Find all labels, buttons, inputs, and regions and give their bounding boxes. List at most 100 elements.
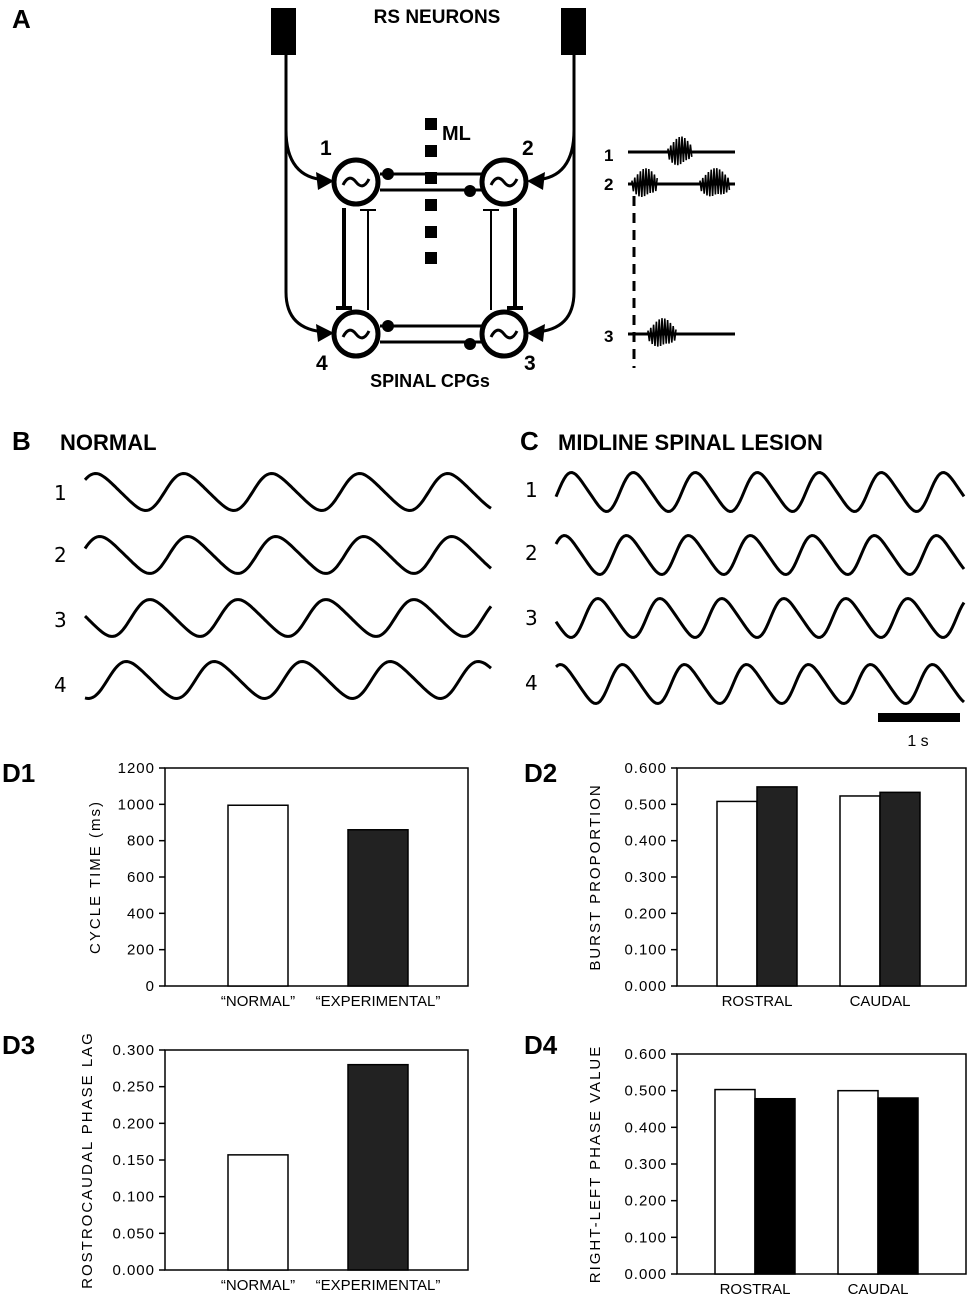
b-trace-label-4: 4: [54, 673, 67, 697]
bar: [716, 800, 758, 987]
x-category-label: CAUDAL: [848, 1281, 909, 1298]
y-tick-label: 0.500: [624, 796, 667, 813]
x-category-label: “EXPERIMENTAL”: [316, 1277, 441, 1294]
y-tick-label: 0.500: [624, 1083, 667, 1100]
panel-a-letter: A: [12, 4, 31, 34]
y-tick-label: 0.250: [112, 1079, 155, 1096]
c-wave-4: [555, 662, 966, 706]
time-scale-bar: [878, 713, 960, 722]
bar: [837, 1089, 879, 1275]
y-tick-label: 400: [127, 905, 155, 922]
x-category-label: “NORMAL”: [221, 1277, 295, 1294]
c-trace-label-3: 3: [525, 606, 538, 630]
cpg-connections-vertical: [336, 208, 523, 310]
y-tick-label: 0.600: [624, 1046, 667, 1063]
burst-3-first: [647, 318, 677, 347]
node-label-4: 4: [316, 352, 328, 375]
y-tick-label: 0.300: [624, 869, 667, 886]
chart-d2: D20.0000.1000.2000.3000.4000.5000.600BUR…: [524, 758, 967, 1010]
y-tick-label: 0.000: [624, 978, 667, 995]
time-scale-label: 1 s: [907, 733, 928, 750]
panel-a: A RS NEURONS: [12, 4, 735, 391]
panel-c-letter: C: [520, 426, 539, 456]
y-axis-label: BURST PROPORTION: [587, 783, 604, 970]
ml-label: ML: [442, 123, 471, 145]
y-tick-label: 0.000: [624, 1266, 667, 1283]
burst-2-second: [699, 168, 731, 197]
bar: [877, 1097, 919, 1275]
x-category-label: CAUDAL: [850, 993, 911, 1010]
b-wave-3: [83, 598, 493, 638]
x-category-label: “NORMAL”: [221, 993, 295, 1010]
chart-d4: D40.0000.1000.2000.3000.4000.5000.600RIG…: [524, 1030, 967, 1298]
bar: [879, 791, 921, 987]
c-wave-3: [554, 596, 966, 639]
b-trace-label-1: 1: [54, 481, 67, 505]
bar: [347, 829, 409, 987]
x-category-label: ROSTRAL: [722, 993, 793, 1010]
y-tick-label: 0.600: [624, 760, 667, 777]
node-label-1: 1: [320, 137, 332, 160]
x-category-label: ROSTRAL: [720, 1281, 791, 1298]
rs-neurons-label: RS NEURONS: [374, 7, 501, 28]
b-trace-label-3: 3: [54, 608, 67, 632]
panel-d2-letter: D2: [524, 758, 557, 788]
c-trace-label-4: 4: [525, 671, 538, 695]
y-tick-label: 0.200: [624, 905, 667, 922]
axon-left-top: [284, 55, 327, 182]
midline-lesion-marks: [425, 118, 437, 264]
y-tick-label: 0.000: [112, 1262, 155, 1279]
y-axis-label: CYCLE TIME (ms): [87, 800, 104, 954]
cpg-node-3: [479, 309, 529, 359]
burst-2-first: [631, 168, 658, 197]
b-wave-4: [84, 659, 492, 701]
y-tick-label: 0.400: [624, 1119, 667, 1136]
panel-b-letter: B: [12, 426, 31, 456]
y-tick-label: 0.100: [112, 1189, 155, 1206]
y-tick-label: 0.300: [112, 1042, 155, 1059]
rs-neuron-right: [561, 8, 586, 55]
burst-1-first: [667, 136, 693, 166]
spinal-cpgs-label: SPINAL CPGs: [370, 371, 490, 391]
cpg-node-1: [331, 157, 381, 207]
panel-b-title: NORMAL: [60, 430, 157, 455]
panel-d1-letter: D1: [2, 758, 35, 788]
plot-frame: [164, 1049, 469, 1271]
y-tick-label: 0.150: [112, 1152, 155, 1169]
y-axis-label: RIGHT-LEFT PHASE VALUE: [587, 1045, 604, 1284]
rs-neuron-left: [271, 8, 296, 55]
panel-d3-letter: D3: [2, 1030, 35, 1060]
y-tick-label: 0.300: [624, 1156, 667, 1173]
c-trace-label-1: 1: [525, 478, 538, 502]
c-wave-2: [554, 533, 966, 577]
panel-b: B NORMAL 1 2 3 4: [12, 426, 493, 701]
rs-axons: [284, 55, 576, 334]
y-tick-label: 0.200: [112, 1115, 155, 1132]
y-tick-label: 800: [127, 833, 155, 850]
y-tick-label: 600: [127, 869, 155, 886]
y-tick-label: 1000: [118, 796, 155, 813]
bar: [227, 804, 289, 987]
y-tick-label: 0.400: [624, 833, 667, 850]
c-trace-label-2: 2: [525, 541, 538, 565]
bar: [227, 1154, 289, 1271]
y-axis-label: ROSTROCAUDAL PHASE LAG: [79, 1031, 96, 1289]
y-tick-label: 0.050: [112, 1225, 155, 1242]
y-tick-label: 1200: [118, 760, 155, 777]
c-wave-1: [554, 470, 966, 514]
y-tick-label: 0.100: [624, 1229, 667, 1246]
bar: [839, 795, 881, 987]
plot-frame: [164, 767, 469, 987]
axon-arrowheads: [316, 172, 545, 342]
bar: [754, 1097, 796, 1275]
node-label-2: 2: [522, 137, 534, 160]
trace-label-3: 3: [604, 327, 613, 346]
bar: [756, 786, 798, 987]
panel-c-title: MIDLINE SPINAL LESION: [558, 430, 823, 455]
burst-traces: [628, 136, 735, 368]
bar: [714, 1088, 756, 1275]
b-wave-1: [83, 471, 492, 513]
panel-c: C MIDLINE SPINAL LESION 1 2 3 4 1 s: [520, 426, 966, 750]
